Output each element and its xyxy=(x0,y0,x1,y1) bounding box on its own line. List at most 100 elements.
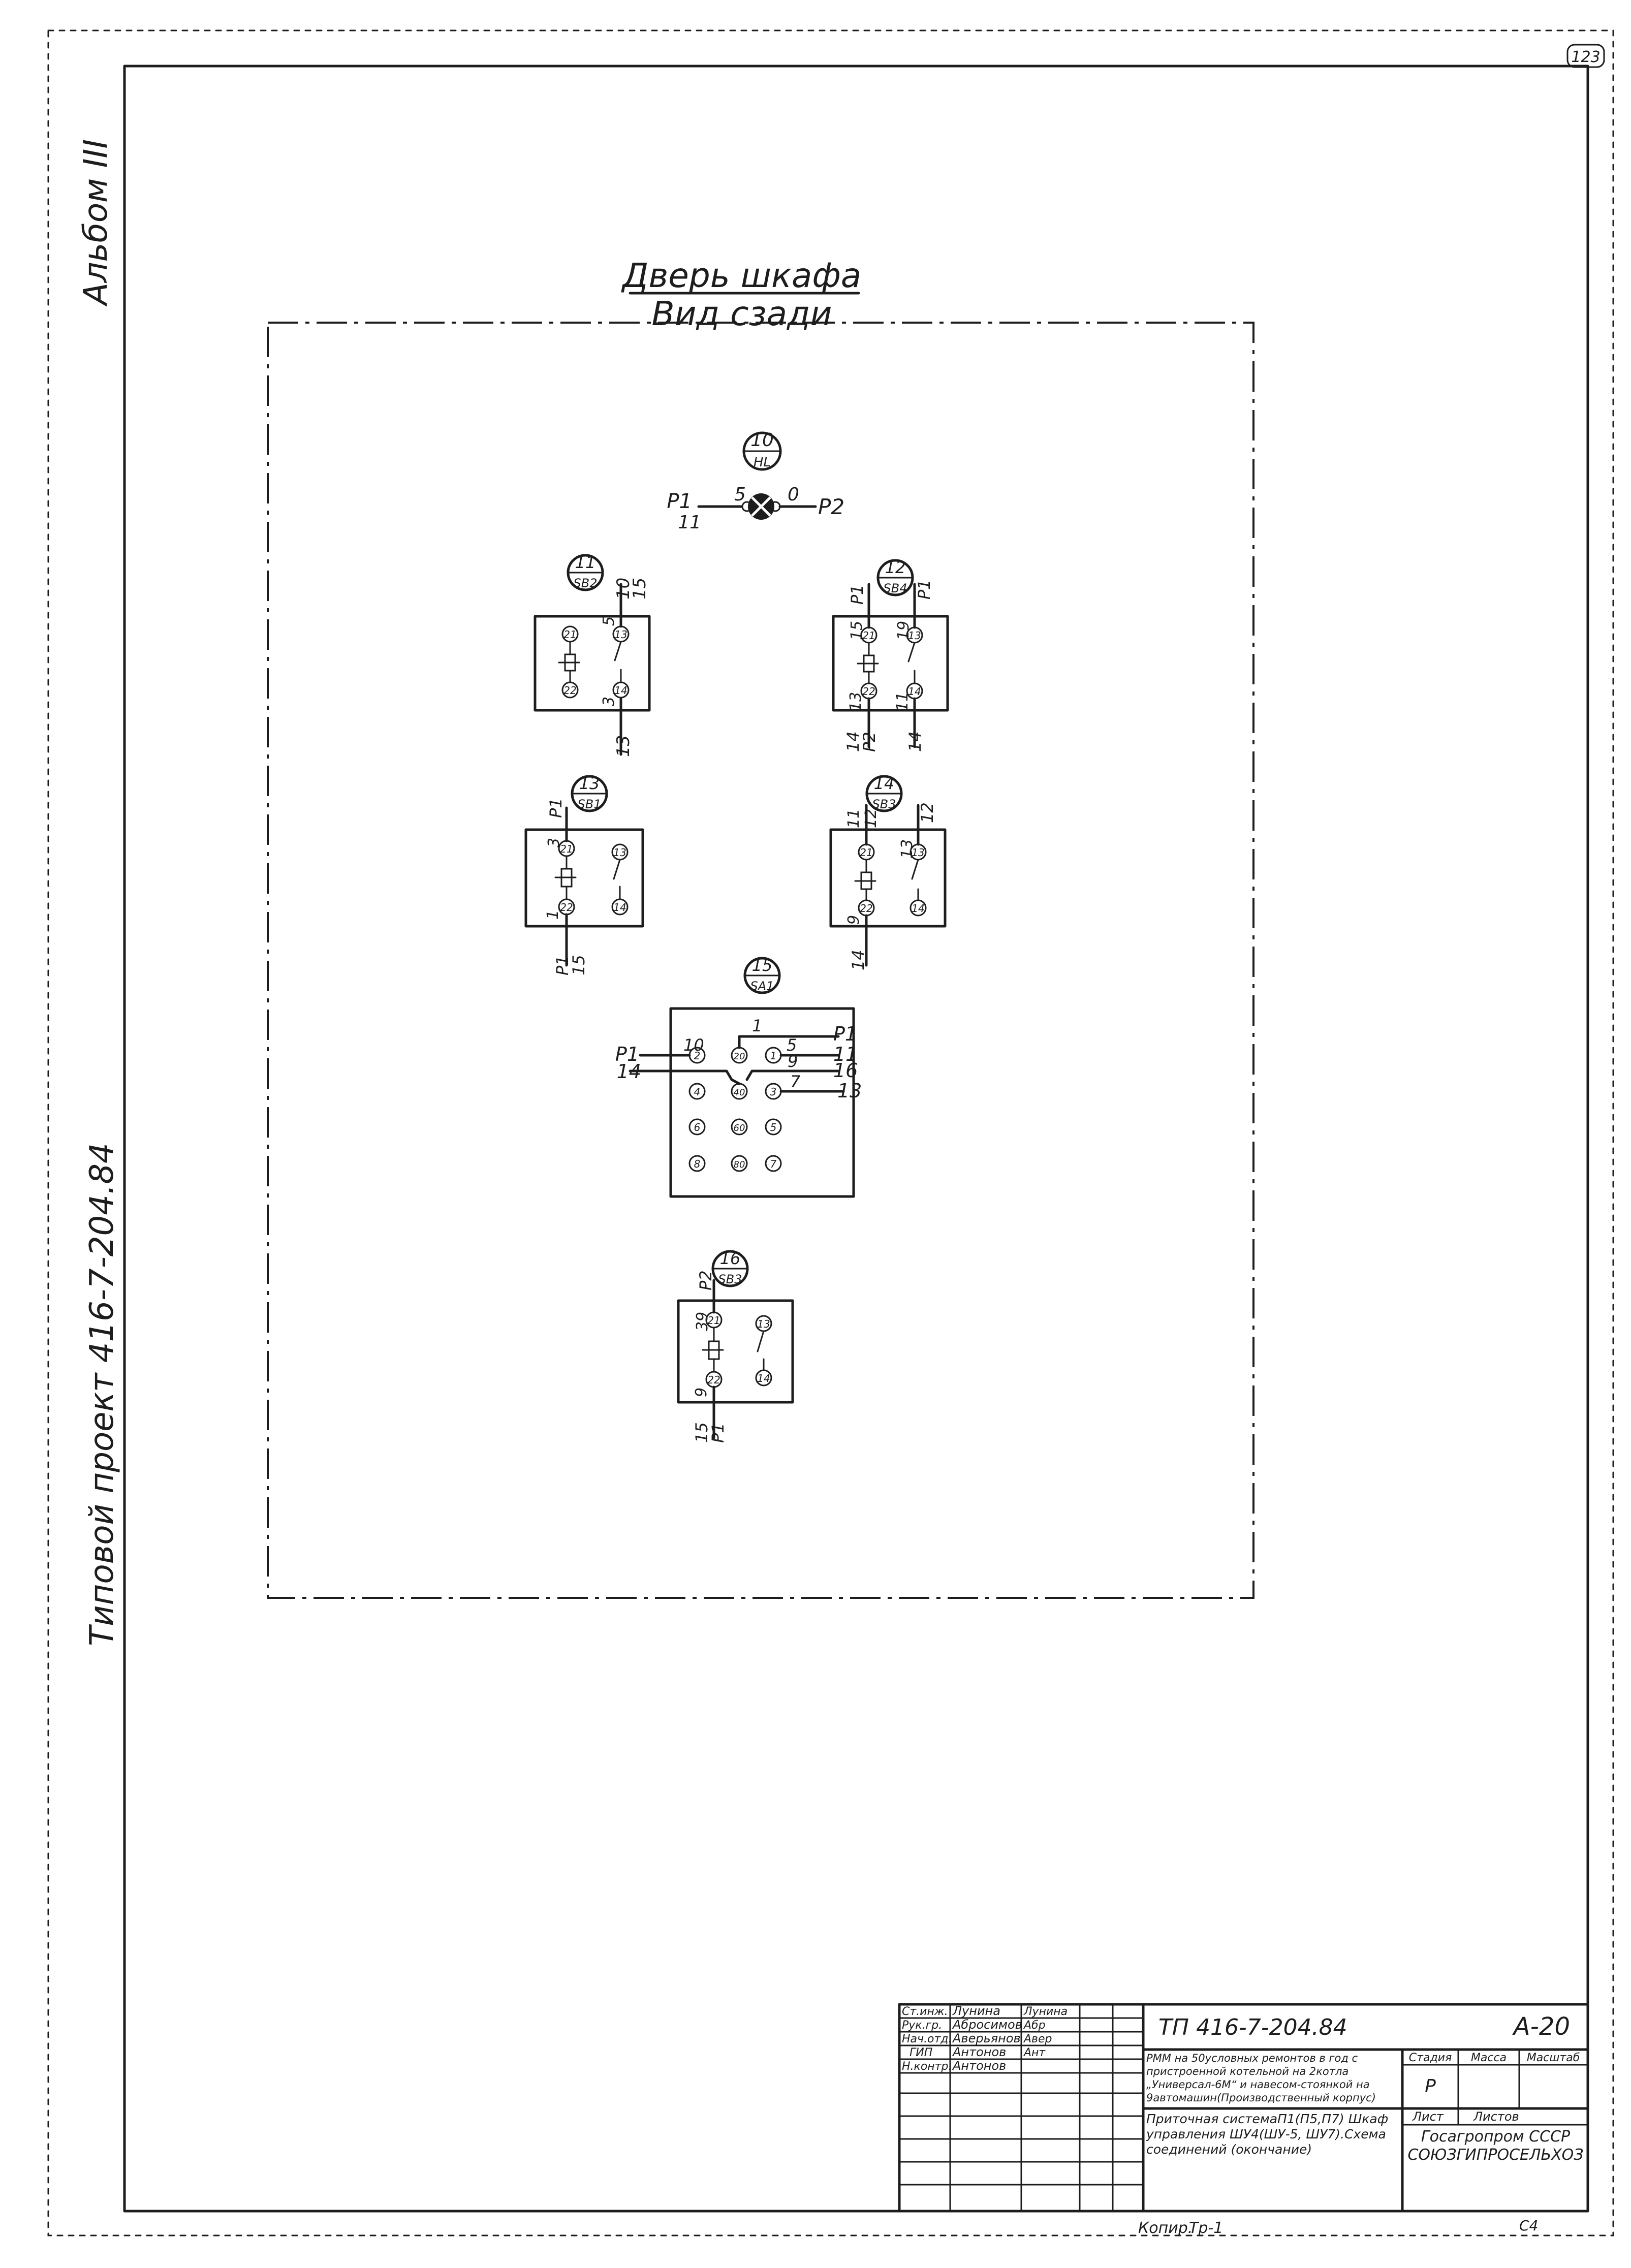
svg-text:Лист: Лист xyxy=(1412,2109,1444,2124)
svg-text:Листов: Листов xyxy=(1473,2109,1519,2124)
svg-text:10: 10 xyxy=(613,578,634,600)
svg-text:SA1: SA1 xyxy=(750,979,774,993)
svg-text:4: 4 xyxy=(694,1086,701,1098)
svg-text:22: 22 xyxy=(560,901,573,914)
svg-text:22: 22 xyxy=(707,1374,720,1386)
svg-text:10: 10 xyxy=(683,1035,704,1055)
svg-text:11: 11 xyxy=(845,809,863,828)
svg-text:21: 21 xyxy=(860,846,872,859)
stamp-sign-0: Лунина xyxy=(1023,2005,1068,2018)
svg-text:P1: P1 xyxy=(833,1023,857,1045)
svg-text:Масса: Масса xyxy=(1471,2052,1507,2064)
svg-text:1: 1 xyxy=(770,1050,777,1062)
title-line1: Дверь шкафа xyxy=(621,256,861,295)
stamp-name-3: Антонов xyxy=(952,2045,1006,2059)
svg-text:11: 11 xyxy=(833,1043,858,1065)
svg-text:P1: P1 xyxy=(615,1043,639,1065)
svg-text:15: 15 xyxy=(848,621,866,640)
album-label: Альбом III xyxy=(77,139,115,307)
svg-text:9: 9 xyxy=(788,1052,798,1071)
svg-text:P1: P1 xyxy=(667,490,692,513)
svg-text:Масштаб: Масштаб xyxy=(1527,2052,1580,2064)
svg-text:14: 14 xyxy=(849,950,868,970)
title-line2: Вид сзади xyxy=(651,294,832,333)
svg-text:21: 21 xyxy=(707,1314,720,1327)
svg-text:21: 21 xyxy=(862,629,875,642)
drawing-frame xyxy=(123,65,1589,2213)
svg-text:9: 9 xyxy=(845,915,863,925)
svg-text:21: 21 xyxy=(560,843,573,855)
format-label: С4 xyxy=(1519,2217,1538,2234)
svg-text:14: 14 xyxy=(874,774,895,793)
svg-text:SB3: SB3 xyxy=(718,1272,742,1286)
title-block: Ст.инж. Лунина Лунина Рук.гр. Абросимов … xyxy=(898,2003,1589,2213)
svg-text:22: 22 xyxy=(563,684,576,697)
svg-text:6: 6 xyxy=(694,1121,701,1133)
svg-text:P2: P2 xyxy=(860,732,879,752)
svg-text:15: 15 xyxy=(630,578,650,600)
svg-text:2: 2 xyxy=(694,1050,701,1062)
svg-text:60: 60 xyxy=(734,1123,745,1133)
stamp-sign-2: Авер xyxy=(1023,2033,1052,2045)
svg-text:P1: P1 xyxy=(915,579,934,600)
svg-text:21: 21 xyxy=(563,628,576,641)
svg-text:Р: Р xyxy=(1425,2076,1436,2097)
stamp-sign-3: Ант xyxy=(1023,2046,1046,2059)
svg-text:13: 13 xyxy=(898,839,916,859)
svg-text:12: 12 xyxy=(862,809,880,828)
copy-label: Копир. xyxy=(1138,2219,1193,2237)
svg-text:8: 8 xyxy=(694,1158,701,1170)
svg-text:SB1: SB1 xyxy=(578,797,602,811)
svg-text:HL: HL xyxy=(754,455,771,470)
svg-text:12: 12 xyxy=(918,802,937,823)
svg-text:11: 11 xyxy=(678,512,701,533)
svg-text:15: 15 xyxy=(692,1422,711,1443)
svg-text:P1: P1 xyxy=(546,798,566,818)
svg-text:7: 7 xyxy=(790,1072,801,1091)
view-title: Дверь шкафа Вид сзади xyxy=(621,256,861,333)
svg-text:40: 40 xyxy=(734,1087,745,1098)
svg-text:20: 20 xyxy=(734,1051,745,1062)
svg-text:14: 14 xyxy=(908,685,921,698)
svg-text:13: 13 xyxy=(847,692,865,711)
project-description: РММ на 50условных ремонтов в год с прист… xyxy=(1146,2052,1376,2104)
svg-text:P1: P1 xyxy=(553,955,572,975)
svg-text:5: 5 xyxy=(787,1035,797,1055)
svg-text:3: 3 xyxy=(545,838,563,847)
svg-text:P2: P2 xyxy=(818,494,844,519)
svg-text:14: 14 xyxy=(614,684,627,697)
switch-sa1: 15 SA1 2 20 1 4 40 3 6 60 5 8 80 7 P1 11… xyxy=(615,956,862,1198)
svg-text:19: 19 xyxy=(895,621,913,640)
copy-value: Тр-1 xyxy=(1189,2219,1223,2237)
svg-text:15: 15 xyxy=(569,955,588,975)
svg-text:15: 15 xyxy=(752,956,773,975)
sheet-number-mark: 123 xyxy=(1566,44,1605,68)
svg-text:5: 5 xyxy=(600,616,618,626)
stamp-role-3: ГИП xyxy=(909,2046,932,2059)
svg-text:1: 1 xyxy=(544,910,562,920)
svg-text:10: 10 xyxy=(750,430,774,451)
stamp-role-4: Н.контр. xyxy=(902,2060,952,2073)
doc-code: ТП 416-7-204.84 xyxy=(1158,2014,1347,2040)
svg-text:22: 22 xyxy=(860,902,872,915)
door-outline xyxy=(267,322,1254,1599)
stamp-name-4: Антонов xyxy=(952,2059,1006,2073)
button-sb3-second: 16 SB3 21 22 13 14 P2 39 9 15 P1 xyxy=(677,1249,794,1443)
svg-text:5: 5 xyxy=(770,1121,777,1133)
svg-text:123: 123 xyxy=(1571,48,1600,66)
svg-text:11: 11 xyxy=(575,553,596,572)
lamp-hl: 10 HL P1 11 5 0 P2 xyxy=(667,430,844,533)
svg-text:3: 3 xyxy=(600,697,618,706)
svg-text:13: 13 xyxy=(613,846,626,859)
button-sb2: 11 SB2 21 22 13 14 10 15 5 3 13 xyxy=(534,553,651,757)
stamp-role-1: Рук.гр. xyxy=(902,2019,942,2032)
sheet-edge xyxy=(47,29,1614,2236)
svg-text:13: 13 xyxy=(579,774,600,793)
drawing-title: Приточная системаП1(П5,П7) Шкаф управлен… xyxy=(1146,2112,1388,2157)
svg-text:13: 13 xyxy=(912,846,924,859)
stamp-sign-1: Абр xyxy=(1023,2019,1046,2032)
svg-text:16: 16 xyxy=(720,1249,741,1268)
svg-text:0: 0 xyxy=(788,484,799,505)
svg-text:Стадия: Стадия xyxy=(1409,2052,1452,2064)
svg-text:13: 13 xyxy=(837,1080,862,1102)
